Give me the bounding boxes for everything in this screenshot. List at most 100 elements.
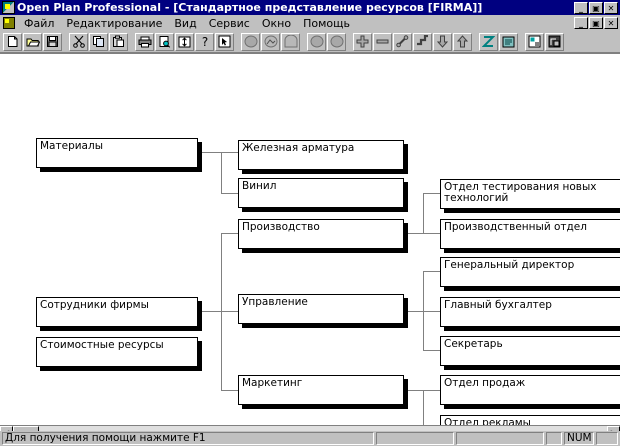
new-document-icon[interactable] [3, 32, 22, 51]
menu-item-tools[interactable]: Сервис [208, 16, 250, 30]
menu-bar: Файл Редактирование Вид Сервис Окно Помо… [0, 15, 620, 32]
status-message: Для получения помощи нажмите F1 [2, 432, 374, 445]
close-button[interactable]: ✕ [604, 1, 618, 14]
diagram-node-label: Маркетинг [242, 377, 303, 389]
status-panel-6 [596, 432, 618, 445]
connector-line [221, 152, 239, 153]
save-disk-icon[interactable] [43, 32, 62, 51]
toolbar: ? [0, 31, 620, 53]
restore-button[interactable]: ▣ [589, 1, 603, 14]
print-preview-icon[interactable] [155, 32, 174, 51]
app-icon [2, 1, 15, 14]
ellipse-filled-icon[interactable] [241, 32, 260, 51]
cut-scissors-icon[interactable] [69, 32, 88, 51]
diagram-node-label: Секретарь [444, 338, 503, 350]
svg-text:?: ? [201, 35, 207, 48]
mdi-document-icon[interactable] [3, 17, 15, 29]
diagram-node-label: Железная арматура [242, 142, 355, 154]
status-bar: Для получения помощи нажмите F1 NUM [0, 431, 620, 446]
menu-item-window[interactable]: Окно [261, 16, 292, 30]
diagram-node-ads-dept[interactable]: Отдел рекламы [440, 415, 620, 425]
mdi-window-controls: _ ▣ ✕ [574, 17, 620, 29]
add-plus-icon[interactable] [353, 32, 372, 51]
window-title: Open Plan Professional - [Стандартное пр… [17, 1, 483, 14]
connector-line [423, 311, 441, 312]
connector-line [404, 390, 424, 391]
connector-line [198, 311, 222, 312]
link-icon[interactable] [393, 32, 412, 51]
connector-line [221, 193, 239, 194]
copy-icon[interactable] [89, 32, 108, 51]
connector-line [221, 390, 239, 391]
mdi-restore-button[interactable]: ▣ [589, 17, 603, 29]
fit-window-icon[interactable] [545, 32, 564, 51]
diagram-node-sales-dept[interactable]: Отдел продаж [440, 375, 620, 405]
ellipse-pattern-icon[interactable] [261, 32, 280, 51]
diagram-node-label: Стоимостные ресурсы [40, 339, 164, 351]
diagram-node-production-dept[interactable]: Производственный отдел [440, 219, 620, 249]
status-panel-2 [376, 432, 454, 445]
diagram-node-secretary[interactable]: Секретарь [440, 336, 620, 366]
help-question-icon[interactable]: ? [195, 32, 214, 51]
connector-line [221, 152, 222, 193]
layout-icon[interactable] [525, 32, 544, 51]
diagram-node-production[interactable]: Производство [238, 219, 404, 249]
diagram-node-testing-dept[interactable]: Отдел тестирования новых технологий [440, 179, 620, 209]
open-folder-icon[interactable] [23, 32, 42, 51]
diagram-node-chief-accountant[interactable]: Главный бухгалтер [440, 297, 620, 327]
diagram-node-iron-rebar[interactable]: Железная арматура [238, 140, 404, 170]
diagram-node-cost-resources[interactable]: Стоимостные ресурсы [36, 337, 198, 367]
title-bar: Open Plan Professional - [Стандартное пр… [0, 0, 620, 15]
connector-line [423, 193, 441, 194]
diagram-node-label: Главный бухгалтер [444, 299, 552, 311]
menu-item-view[interactable]: Вид [174, 16, 197, 30]
diagram-node-employees[interactable]: Сотрудники фирмы [36, 297, 198, 327]
paste-icon[interactable] [109, 32, 128, 51]
diagram-node-label: Отдел продаж [444, 377, 526, 389]
status-panel-3 [456, 432, 544, 445]
menu-item-file[interactable]: Файл [24, 16, 55, 30]
diagram-node-label: Генеральный директор [444, 259, 575, 271]
down-arrow-icon[interactable] [433, 32, 452, 51]
diagram-node-ceo[interactable]: Генеральный директор [440, 257, 620, 287]
connector-line [198, 152, 222, 153]
diagram-node-management[interactable]: Управление [238, 294, 404, 324]
connector-line [423, 193, 424, 234]
circle-grey-2-icon[interactable] [327, 32, 346, 51]
zigzag-icon[interactable] [479, 32, 498, 51]
diagram-node-label: Материалы [40, 140, 103, 152]
print-icon[interactable] [135, 32, 154, 51]
menu-item-help[interactable]: Помощь [303, 16, 350, 30]
report-icon[interactable] [499, 32, 518, 51]
help-pointer-icon[interactable] [215, 32, 234, 51]
connector-line [404, 233, 424, 234]
diagram-node-vinyl[interactable]: Винил [238, 178, 404, 208]
diagram-node-marketing[interactable]: Маркетинг [238, 375, 404, 405]
up-arrow-icon[interactable] [453, 32, 472, 51]
remove-minus-icon[interactable] [373, 32, 392, 51]
minimize-button[interactable]: _ [574, 1, 588, 14]
connector-line [423, 350, 441, 351]
mdi-close-button[interactable]: ✕ [604, 17, 618, 29]
circle-grey-icon[interactable] [307, 32, 326, 51]
diagram-node-label: Отдел рекламы [444, 417, 531, 426]
diagram-node-label: Отдел тестирования новых технологий [444, 181, 597, 204]
connector-line [423, 271, 441, 272]
connector-line [221, 311, 239, 312]
status-panel-4 [546, 432, 562, 445]
diagram-node-label: Сотрудники фирмы [40, 299, 149, 311]
step-icon[interactable] [413, 32, 432, 51]
mdi-minimize-button[interactable]: _ [574, 17, 588, 29]
diagram-node-label: Винил [242, 180, 277, 192]
window-controls: _ ▣ ✕ [574, 1, 620, 14]
rounded-shape-icon[interactable] [281, 32, 300, 51]
sort-icon[interactable] [175, 32, 194, 51]
menu-item-edit[interactable]: Редактирование [66, 16, 163, 30]
diagram-node-label: Производственный отдел [444, 221, 587, 233]
diagram-node-materials[interactable]: Материалы [36, 138, 198, 168]
diagram-node-label: Управление [242, 296, 308, 308]
connector-line [404, 311, 424, 312]
